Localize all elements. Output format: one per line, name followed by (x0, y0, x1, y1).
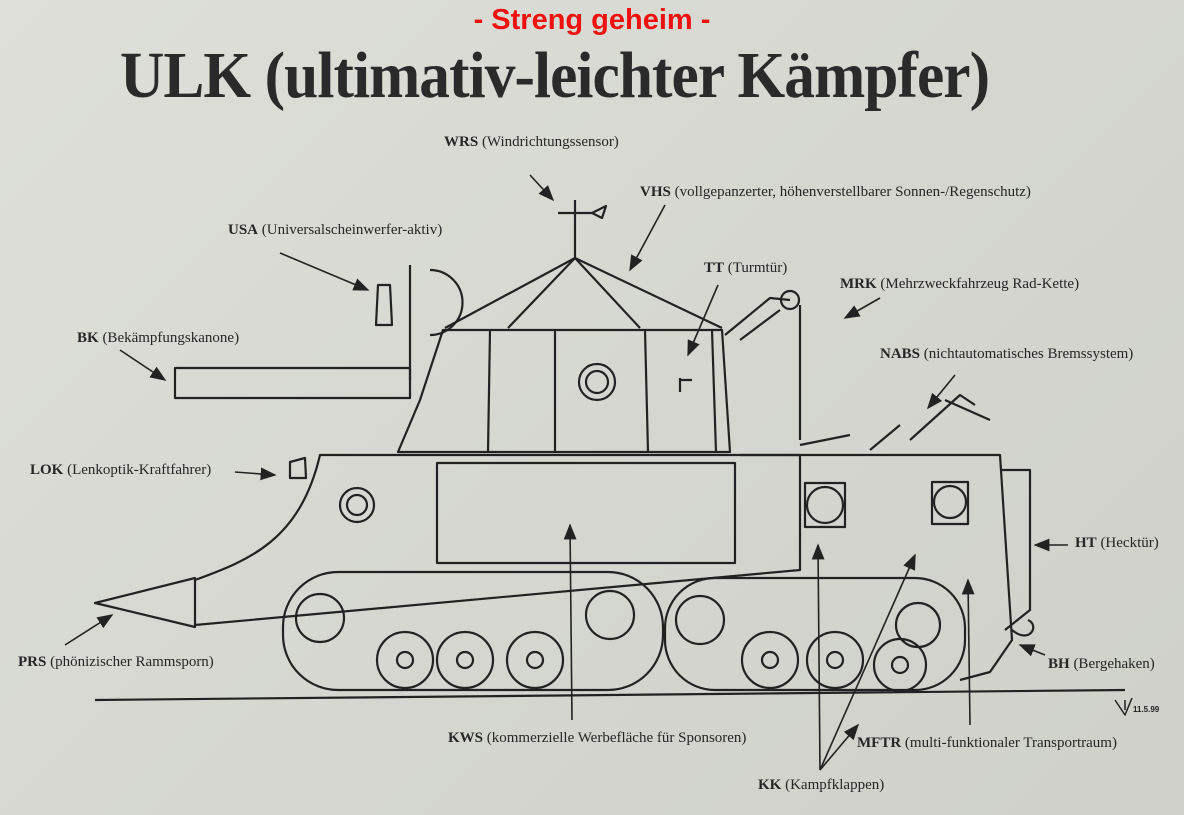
label-desc: (Windrichtungssensor) (478, 134, 619, 150)
track-front (281, 570, 665, 692)
label-vhs: VHS (vollgepanzerter, höhenverstellbarer… (640, 184, 1031, 201)
road-wheels (294, 589, 942, 693)
wind-vane (558, 200, 608, 258)
label-desc: (vollgepanzerter, höhenverstellbarer Son… (670, 184, 1031, 200)
rear-door (1000, 468, 1032, 631)
turret-door-handle (678, 378, 692, 392)
label-desc: (kommerzielle Werbefläche für Sponsoren) (483, 730, 747, 746)
secret-stamp-label: - Streng geheim - (473, 4, 711, 36)
label-abbr: MFTR (857, 735, 902, 751)
label-kws: KWS (kommerzielle Werbefläche für Sponso… (448, 730, 746, 747)
page-title: ULK (ultimativ-leichter Kämpfer) (120, 39, 990, 112)
turret-porthole (577, 362, 617, 402)
label-abbr: WRS (444, 134, 479, 150)
vision-block (288, 456, 308, 480)
label-desc: (Lenkoptik-Kraftfahrer) (63, 462, 212, 478)
label-abbr: PRS (18, 654, 47, 670)
label-kk: KK (Kampfklappen) (758, 777, 884, 794)
hull-front (194, 453, 802, 627)
label-bh: BH (Bergehaken) (1048, 656, 1155, 673)
driver-porthole (338, 486, 376, 524)
turret-roof (444, 256, 723, 329)
label-desc: (Mehrzweckfahrzeug Rad-Kette) (876, 276, 1080, 292)
label-desc: (Hecktür) (1096, 535, 1159, 551)
label-wrs: WRS (Windrichtungssensor) (444, 134, 619, 151)
label-mrk: MRK (Mehrzweckfahrzeug Rad-Kette) (840, 276, 1079, 293)
label-abbr: KK (758, 777, 782, 793)
label-desc: (nichtautomatisches Bremssystem) (920, 346, 1134, 362)
label-abbr: BK (77, 330, 99, 346)
signature-mark (1114, 697, 1133, 716)
brake-lever (909, 393, 991, 441)
label-desc: (multi-funktionaler Transportraum) (901, 735, 1117, 751)
label-abbr: MRK (840, 276, 877, 292)
track-rear (663, 576, 967, 692)
label-desc: (Turmtür) (724, 260, 788, 276)
hatch-1 (805, 485, 845, 525)
label-nabs: NABS (nichtautomatisches Bremssystem) (880, 346, 1133, 363)
label-lok: LOK (Lenkoptik-Kraftfahrer) (30, 462, 211, 479)
sponsor-panel (435, 461, 737, 565)
rear-compartment (740, 424, 1014, 682)
label-prs: PRS (phönizischer Rammsporn) (18, 654, 214, 671)
label-arrows (64, 174, 1068, 771)
searchlight (374, 265, 464, 380)
label-abbr: TT (704, 260, 725, 276)
label-tt: TT (Turmtür) (704, 260, 787, 277)
label-desc: (Bergehaken) (1069, 656, 1155, 672)
label-desc: (Bekämpfungskanone) (98, 330, 240, 346)
label-abbr: KWS (448, 730, 484, 746)
label-abbr: LOK (30, 462, 64, 478)
label-ht: HT (Hecktür) (1075, 535, 1159, 552)
label-desc: (Universalscheinwerfer-aktiv) (258, 222, 443, 238)
hatch-2 (932, 484, 968, 520)
crane-arm (724, 296, 802, 440)
label-bk: BK (Bekämpfungskanone) (77, 330, 239, 347)
label-abbr: VHS (640, 184, 671, 200)
ram-spike (93, 576, 197, 629)
label-abbr: HT (1075, 535, 1097, 551)
cannon-barrel (173, 366, 412, 400)
label-usa: USA (Universalscheinwerfer-aktiv) (228, 222, 442, 239)
label-abbr: BH (1048, 656, 1070, 672)
turret (396, 328, 732, 454)
signature-date: 11.5.99 (1133, 705, 1160, 714)
label-abbr: NABS (880, 346, 921, 362)
label-mftr: MFTR (multi-funktionaler Transportraum) (857, 735, 1117, 752)
tow-hook (1011, 618, 1035, 637)
label-abbr: USA (228, 222, 259, 238)
ground-line (94, 688, 1126, 702)
label-desc: (Kampfklappen) (781, 777, 885, 793)
label-desc: (phönizischer Rammsporn) (46, 654, 214, 670)
